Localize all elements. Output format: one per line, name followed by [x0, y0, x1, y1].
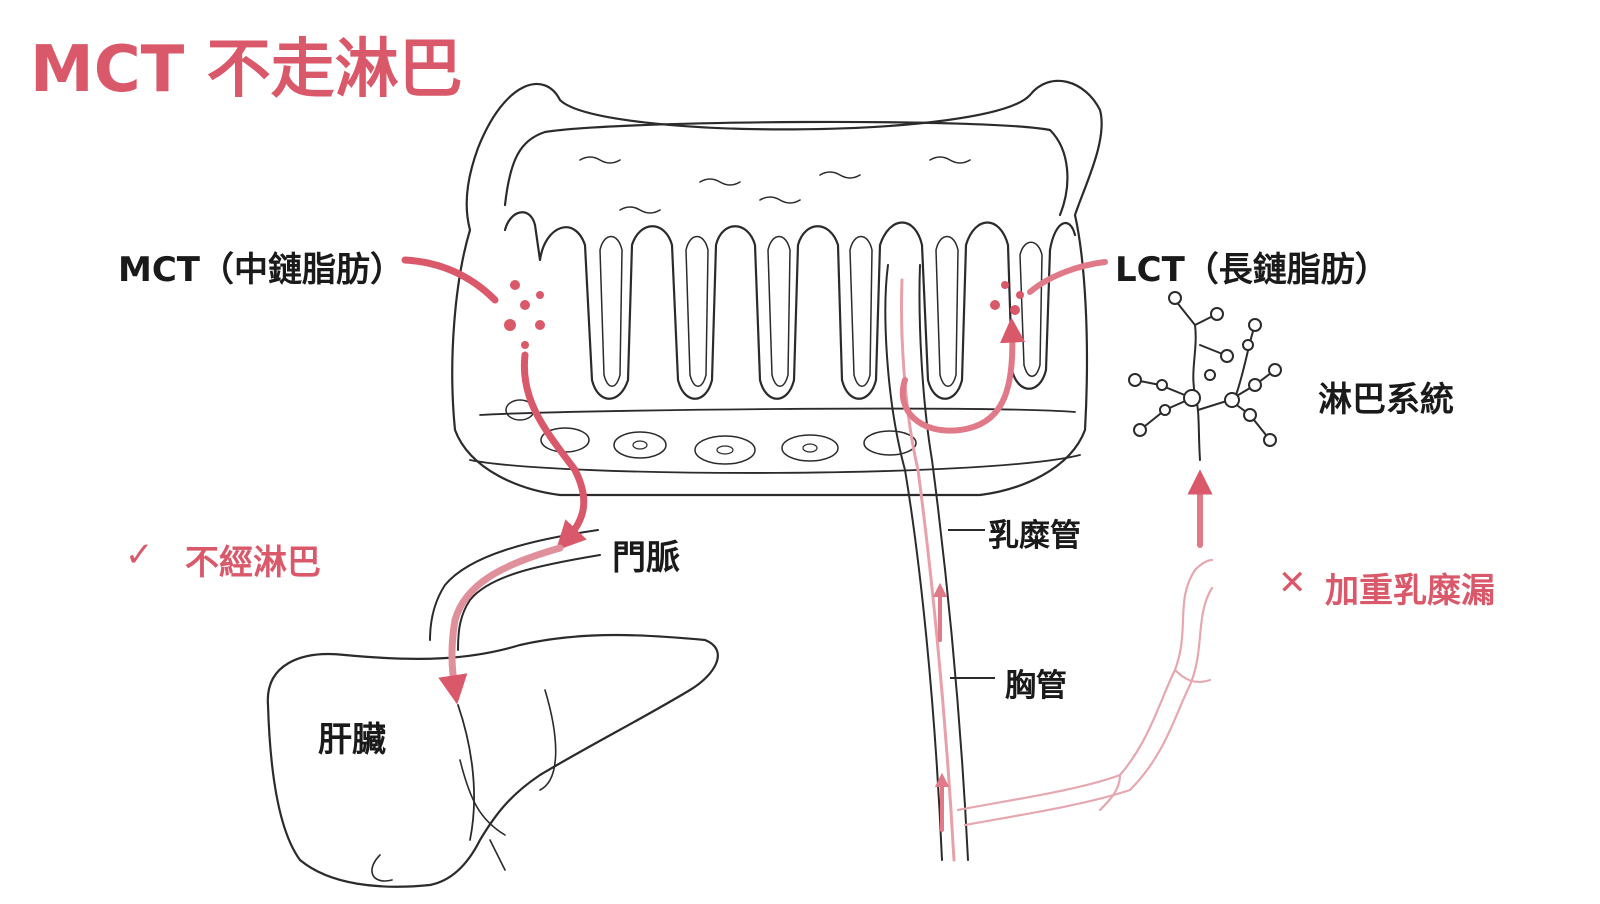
label-lct: LCT（長鏈脂肪） [1115, 250, 1389, 290]
portal-vein [429, 529, 601, 841]
thoracic-duct-arrows [932, 582, 950, 832]
note-no-lymph: 不經淋巴 [185, 543, 321, 583]
lct-particles [990, 281, 1024, 315]
mct-arrow-to-portal-vein [520, 351, 588, 551]
note-worsens-chylous-leak: 加重乳糜漏 [1325, 571, 1495, 611]
intestine-section [451, 79, 1103, 497]
lct-arrow-in [1027, 259, 1108, 295]
mct-particles [504, 280, 545, 349]
label-thoracic-duct: 胸管 [1005, 668, 1067, 704]
lct-loop-arrow [899, 317, 1026, 434]
label-portal-vein: 門脈 [612, 538, 680, 578]
label-mct: MCT（中鏈脂肪） [118, 250, 404, 290]
thoracic-duct-vessel [884, 264, 969, 861]
label-lymphatic-system: 淋巴系統 [1318, 380, 1454, 420]
check-icon: ✓ [125, 535, 154, 575]
liver-shape [266, 633, 719, 888]
cross-icon: ✕ [1278, 563, 1307, 603]
portal-flow-arrow [438, 544, 564, 705]
leader-lines [948, 529, 995, 679]
label-liver: 肝臟 [318, 720, 386, 760]
label-lacteal: 乳糜管 [988, 518, 1081, 554]
lymph-nodes [1128, 291, 1282, 447]
page-title: MCT 不走淋巴 [30, 33, 463, 107]
thoracic-duct-inner [900, 278, 956, 862]
lymph-collateral-vessel [956, 558, 1214, 827]
mct-arrow-to-intestine [401, 256, 499, 304]
